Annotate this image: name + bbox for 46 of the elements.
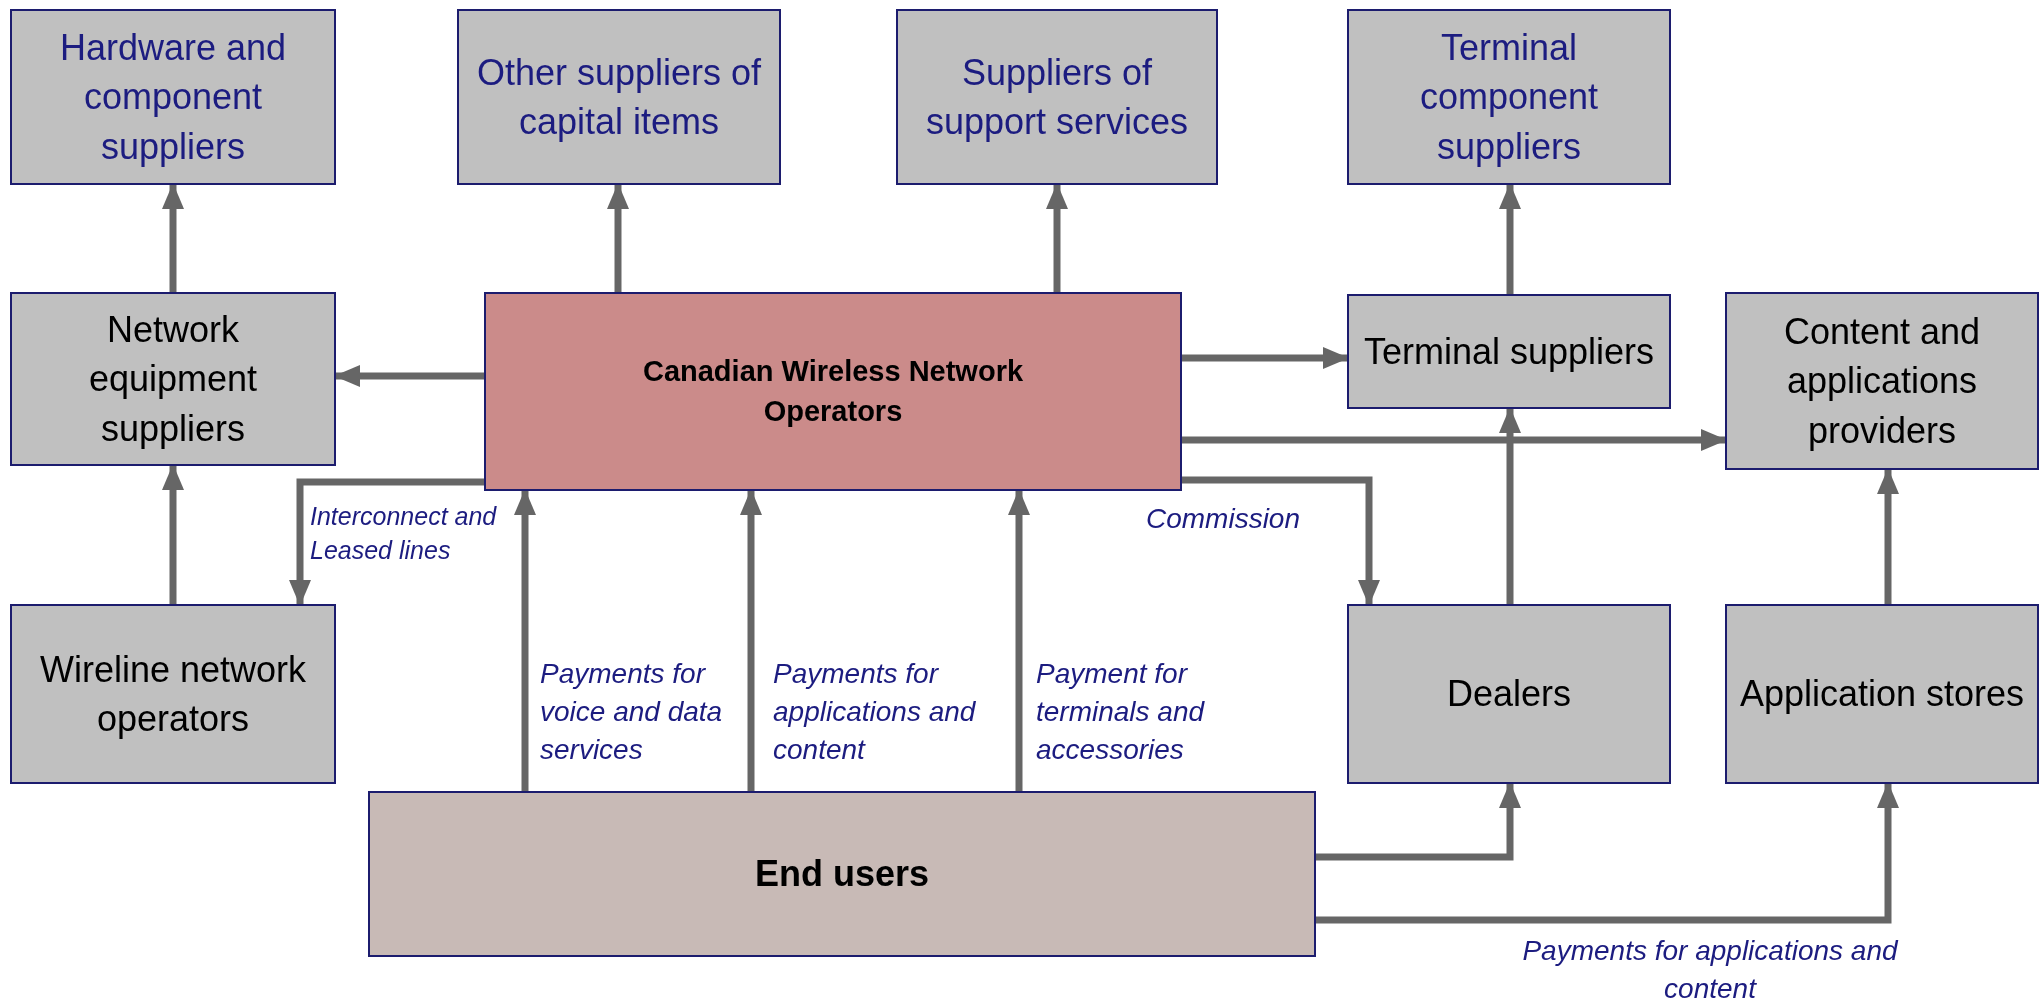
node-label: Network equipment suppliers: [87, 308, 259, 451]
arrow: [1182, 429, 1727, 451]
node-label: Hardware and component suppliers: [58, 26, 288, 169]
node-label: Terminal component suppliers: [1418, 26, 1600, 169]
end-users-box: [368, 791, 1316, 957]
arrow: [1008, 489, 1030, 791]
entity-box: [457, 9, 781, 185]
arrow: [1182, 476, 1380, 606]
entity-box: [1725, 604, 2039, 784]
arrow: [1316, 782, 1521, 861]
arrow: [1499, 183, 1521, 294]
edge-label: Payment for terminals and accessories: [1036, 657, 1206, 767]
arrow: [607, 183, 629, 292]
arrow: [162, 183, 184, 292]
node-label: Terminal suppliers: [1362, 329, 1656, 374]
arrow: [740, 489, 762, 791]
entity-box: [896, 9, 1218, 185]
arrow: [162, 464, 184, 604]
entity-box: [1725, 292, 2039, 470]
arrow: [1182, 347, 1349, 369]
entity-box: [1347, 9, 1671, 185]
arrow: [1046, 183, 1068, 292]
arrow: [289, 478, 484, 606]
node-label: Suppliers of support services: [924, 50, 1190, 144]
node-label: Canadian Wireless Network Operators: [641, 353, 1025, 429]
node-label: Content and applications providers: [1782, 310, 1982, 453]
node-label: End users: [753, 852, 931, 897]
entity-box: [10, 604, 336, 784]
edge-label: Payments for voice and data services: [540, 657, 724, 767]
edge-label: Payments for applications and content: [1521, 934, 1900, 1006]
entity-box: [10, 9, 336, 185]
entity-box: [1347, 604, 1671, 784]
node-label: Other suppliers of capital items: [475, 50, 763, 144]
entity-box: [10, 292, 336, 466]
arrow: [1499, 407, 1521, 604]
edge-label: Interconnect and Leased lines: [310, 501, 498, 566]
node-label: Application stores: [1738, 672, 2026, 717]
entity-box: [1347, 294, 1671, 409]
edge-label: Payments for applications and content: [773, 657, 977, 767]
arrow: [514, 489, 536, 791]
node-label: Dealers: [1445, 672, 1573, 717]
arrow: [1316, 782, 1899, 924]
arrow: [1877, 468, 1899, 604]
operator-box: [484, 292, 1182, 491]
edge-label: Commission: [1145, 502, 1301, 536]
node-label: Wireline network operators: [38, 647, 308, 741]
